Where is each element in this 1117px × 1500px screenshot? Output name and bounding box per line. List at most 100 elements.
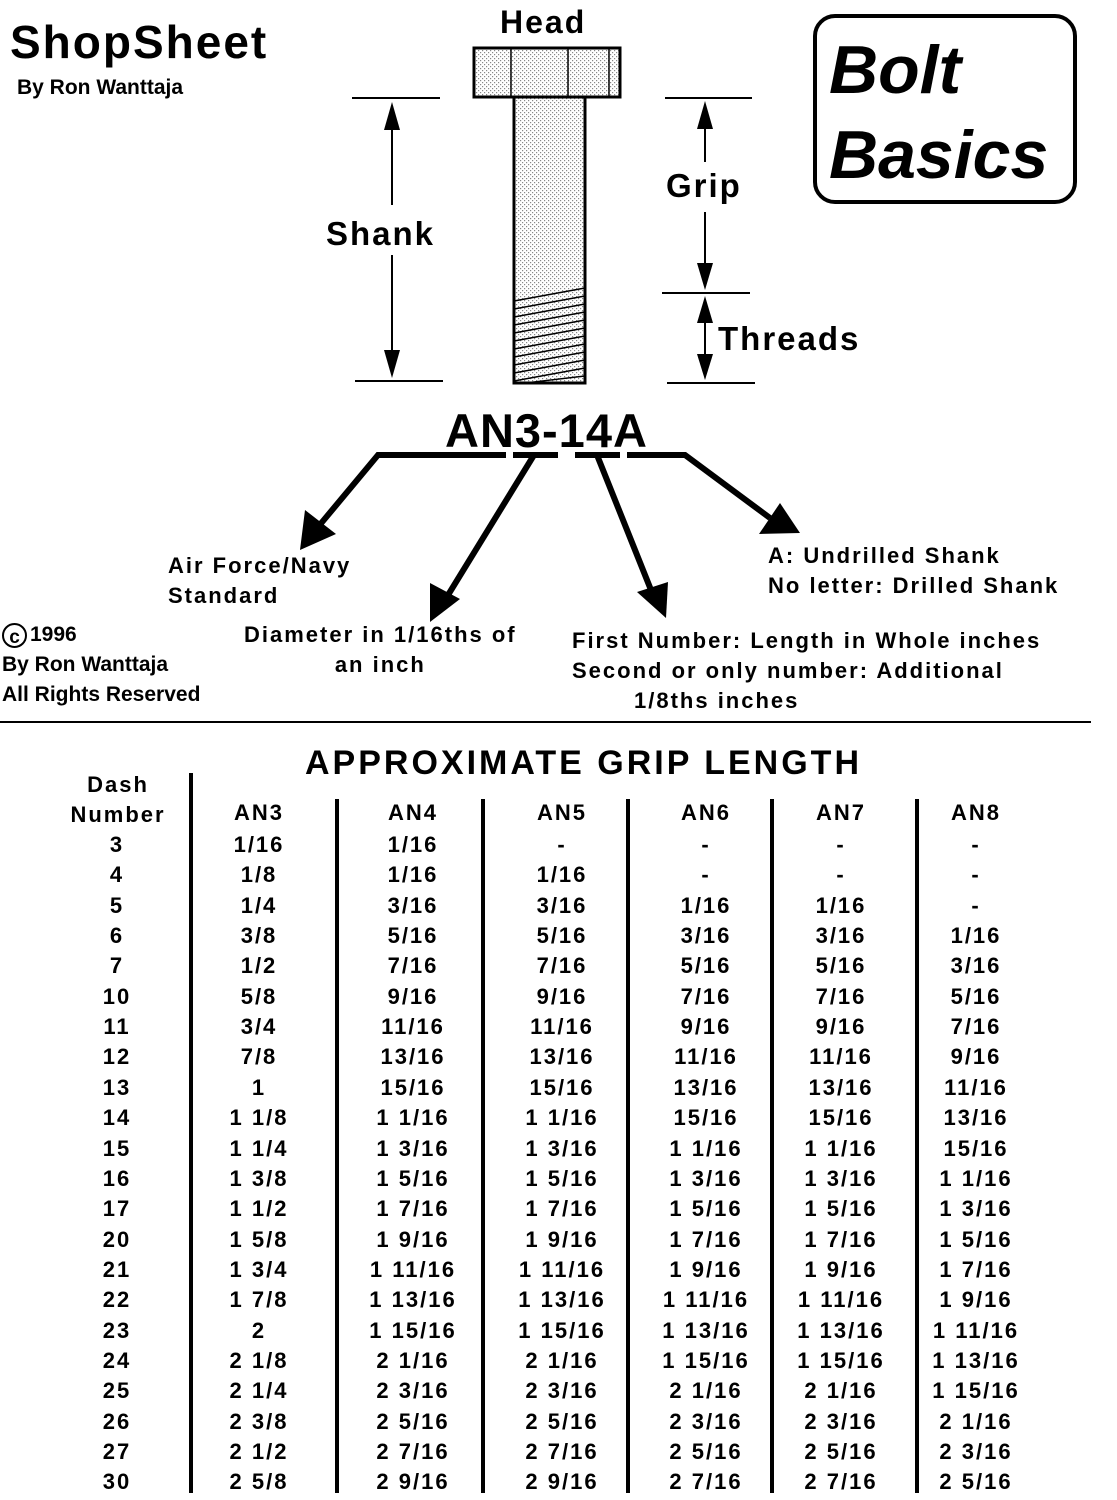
column-header-an5: AN5 [536,800,587,825]
dash-number-cell: 25 [102,1378,132,1404]
grip-length-cell: 1 11/16 [518,1256,606,1282]
grip-length-cell: 13/16 [529,1044,595,1070]
dash-number-cell: 20 [102,1226,132,1252]
brand-byline: By Ron Wanttaja [17,76,184,99]
grip-length-cell: 2 1/16 [525,1347,599,1373]
grip-length-cell: 1 3/16 [669,1165,743,1191]
grip-length-cell: 1 15/16 [369,1317,457,1343]
threads-label: Threads [718,320,861,357]
grip-length-cell: 2 1/2 [229,1439,289,1464]
grip-length-cell: 1 1/4 [229,1135,289,1161]
grip-length-cell: 1 11/16 [932,1317,1020,1343]
grip-length-cell: 2 7/16 [525,1439,599,1464]
grip-length-cell: 2 3/16 [525,1378,599,1404]
grip-length-cell: 1 1/16 [376,1105,450,1131]
grip-length-cell: - [836,862,846,888]
grip-length-cell: 1/8 [240,862,278,888]
shank-dimension-lines [352,97,443,382]
grip-length-cell: 15/16 [529,1074,595,1100]
head-label: Head [500,4,587,40]
grip-length-cell: 1/4 [240,892,278,918]
grip-length-cell: 2 5/16 [939,1469,1013,1495]
arrow-diameter [430,583,460,622]
dash-number-cell: 21 [102,1256,132,1282]
callout-brackets [315,452,772,602]
grip-length-cell: 9/16 [680,1014,732,1040]
grip-length-cell: 11/16 [944,1074,1008,1100]
grip-length-cell: 1 13/16 [932,1347,1020,1373]
arrow-standard [300,510,336,550]
dash-number-cell: 5 [109,892,125,918]
dash-number-cell: 3 [109,832,125,857]
grip-length-cell: 2 1/16 [939,1408,1013,1434]
grip-length-cell: - [971,892,981,918]
grip-length-cell: 1 5/16 [376,1165,450,1191]
grip-length-cell: 2 3/16 [804,1408,878,1434]
column-header-an3: AN3 [233,800,284,825]
grip-length-cell: 1 11/16 [369,1256,457,1282]
grip-length-cell: 1 7/16 [525,1196,599,1222]
grip-length-cell: - [971,832,981,857]
arrow-length [637,582,668,618]
sheet-title-line2: Basics [829,117,1049,193]
grip-length-cell: 2 5/16 [376,1408,450,1434]
grip-length-cell: 11/16 [674,1044,738,1070]
dash-number-header: Dash Number [70,772,166,827]
grip-length-cell: 1 5/16 [669,1196,743,1222]
grip-length-cell: 1 7/16 [376,1196,450,1222]
grip-length-cell: 9/16 [387,983,439,1009]
grip-length-cell: 15/16 [808,1105,874,1131]
dash-number-cell: 30 [102,1469,132,1495]
brand-title: ShopSheet [10,16,269,68]
bolt-threads-shape [513,287,586,384]
grip-length-cell: 3/8 [240,923,278,949]
dash-number-cell: 12 [102,1044,132,1070]
grip-length-cell: 2 1/16 [804,1378,878,1404]
grip-length-cell: 3/16 [950,953,1002,979]
grip-length-cell: 1 1/16 [939,1165,1013,1191]
grip-length-cell: 9/16 [536,983,588,1009]
bolt-shank-shape [512,95,587,385]
grip-length-cell: 1 9/16 [939,1287,1013,1313]
grip-length-cell: 3/16 [387,892,439,918]
column-header-an8: AN8 [950,800,1001,825]
grip-length-cell: 1 13/16 [662,1317,750,1343]
grip-length-cell: 1 3/16 [525,1135,599,1161]
copyright-icon: c [2,622,27,648]
dash-number-cell: 16 [102,1165,132,1191]
dash-number-cell: 6 [109,923,125,949]
table-divider [915,799,919,1493]
grip-length-cell: 2 7/16 [376,1439,450,1464]
grip-length-cell: 13/16 [943,1105,1009,1131]
grip-length-cell: 3/16 [815,923,867,949]
dash-number-cell: 22 [102,1287,132,1313]
grip-length-cell: 1 15/16 [932,1378,1020,1404]
dash-number-cell: 4 [109,862,125,888]
grip-length-cell: 1/16 [950,923,1002,949]
grip-length-cell: 2 1/16 [376,1347,450,1373]
grip-length-cell: - [701,832,711,857]
grip-length-cell: 1 1/8 [229,1105,289,1131]
note-length: First Number: Length in Whole inches Sec… [572,628,1042,713]
grip-length-cell: 2 5/8 [229,1469,289,1495]
dash-number-cell: 10 [102,983,132,1009]
grip-length-cell: 1 9/16 [669,1256,743,1282]
grip-length-cell: 1 15/16 [662,1347,750,1373]
grip-length-cell: 1 [251,1074,267,1100]
grip-length-cell: - [971,862,981,888]
table-divider [335,799,339,1493]
grip-length-cell: 11/16 [809,1044,873,1070]
grip-length-cell: 2 1/16 [669,1378,743,1404]
dash-number-cell: 11 [103,1014,131,1040]
